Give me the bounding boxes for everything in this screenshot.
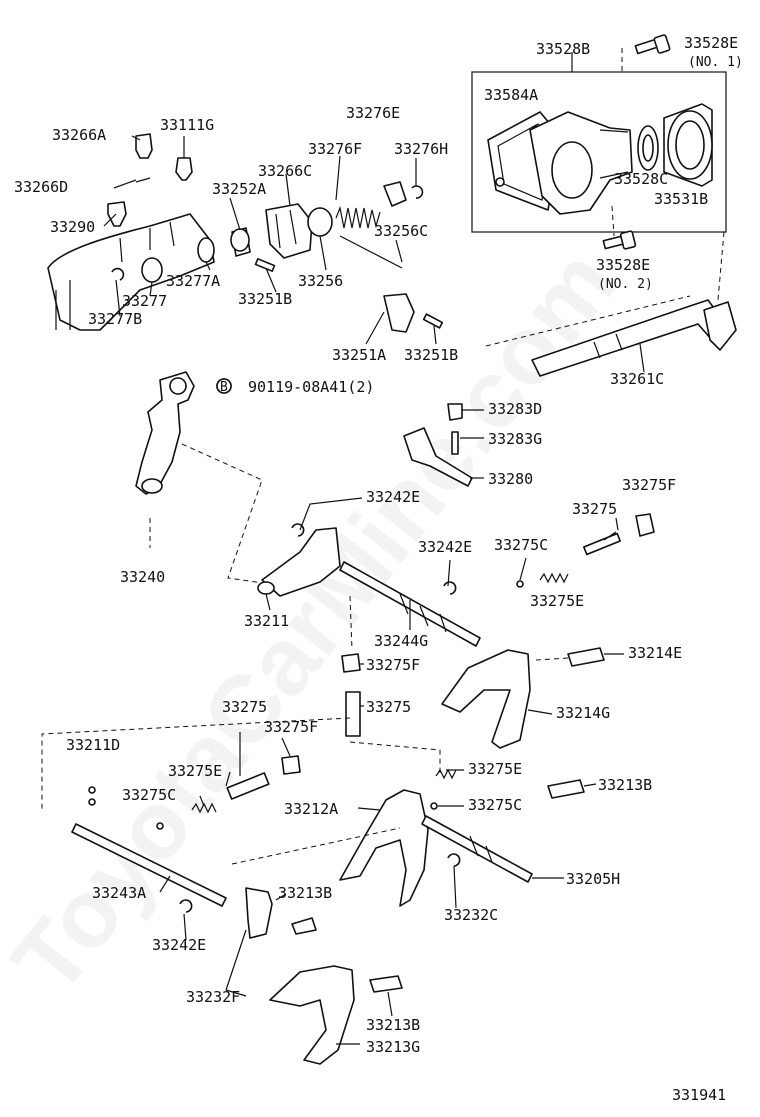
part-labels: 33528B 33528E (NO. 1) 33584A 33528C 3353… (14, 34, 743, 1104)
label-33240: 33240 (120, 568, 165, 586)
shift-head-33211 (261, 527, 341, 597)
label-33283G: 33283G (488, 430, 542, 448)
label-33213B-center: 33213B (278, 884, 332, 902)
plug-33283D (447, 403, 463, 421)
pin-33275-left (226, 772, 270, 800)
shift-head-33266C (265, 203, 313, 259)
plug-33275F-center (341, 653, 361, 673)
label-33276E: 33276E (346, 104, 400, 122)
label-33244G: 33244G (374, 632, 428, 650)
label-33528E-no2-note: (NO. 2) (598, 277, 653, 292)
label-33213G: 33213G (366, 1038, 420, 1056)
label-33213B-bottom: 33213B (366, 1016, 420, 1034)
bolt-no2-icon (602, 230, 637, 250)
label-33232F: 33232F (186, 988, 240, 1006)
plug-33277 (141, 257, 163, 283)
label-33211: 33211 (244, 612, 289, 630)
label-33584A: 33584A (484, 86, 538, 104)
label-33261C: 33261C (610, 370, 664, 388)
shift-fork-33212A (339, 768, 585, 907)
selector-33280 (403, 427, 473, 487)
label-33280: 33280 (488, 470, 533, 488)
breather-33111G (175, 157, 193, 181)
label-33290: 33290 (50, 218, 95, 236)
label-33242E-bottom: 33242E (152, 936, 206, 954)
pin-33275-center (345, 691, 361, 737)
bolt-marker-B: B (220, 380, 228, 395)
label-33232C: 33232C (444, 906, 498, 924)
label-33213B-right: 33213B (598, 776, 652, 794)
label-33277B: 33277B (88, 310, 142, 328)
label-33266D: 33266D (14, 178, 68, 196)
label-33531B: 33531B (654, 190, 708, 208)
label-33205H: 33205H (566, 870, 620, 888)
lever-33251A (383, 293, 415, 333)
label-33277: 33277 (122, 292, 167, 310)
shift-shaft-33261C (485, 295, 737, 377)
label-33211D: 33211D (66, 736, 120, 754)
label-33275F-center: 33275F (366, 656, 420, 674)
label-33242E-middle: 33242E (418, 538, 472, 556)
spring-33276F (335, 205, 381, 229)
label-90119-08A41: 90119-08A41(2) (248, 378, 374, 396)
group-box (471, 71, 727, 233)
shift-rod-33243A (71, 786, 227, 913)
label-33528C: 33528C (614, 170, 668, 188)
label-33214G: 33214G (556, 704, 610, 722)
shift-head-33232F (245, 887, 273, 939)
bolt-no1-icon (634, 34, 671, 55)
label-33252A: 33252A (212, 180, 266, 198)
label-33214E: 33214E (628, 644, 682, 662)
shift-lever-33240 (135, 371, 271, 585)
label-33275-center: 33275 (366, 698, 411, 716)
label-33275E-left: 33275E (168, 762, 222, 780)
label-33275-right: 33275 (572, 500, 617, 518)
shift-rod-33205H (421, 815, 533, 883)
label-33528E-no1-note: (NO. 1) (688, 55, 743, 70)
label-33256C: 33256C (374, 222, 428, 240)
label-33277A: 33277A (166, 272, 220, 290)
plug-33276E (383, 181, 407, 207)
label-33275E-center: 33275E (468, 760, 522, 778)
label-33275F-right: 33275F (622, 476, 676, 494)
label-33528E-no2: 33528E (596, 256, 650, 274)
label-33266C: 33266C (258, 162, 312, 180)
plug-33290 (107, 201, 127, 227)
shift-fork-33213G (269, 965, 403, 1065)
label-33283D: 33283D (488, 400, 542, 418)
label-33276H: 33276H (394, 140, 448, 158)
diagram-id: 331941 (672, 1086, 726, 1104)
label-33528B: 33528B (536, 40, 590, 58)
label-33111G: 33111G (160, 116, 214, 134)
label-33243A: 33243A (92, 884, 146, 902)
label-33212A: 33212A (284, 800, 338, 818)
label-33251A: 33251A (332, 346, 386, 364)
transmission-case-section (47, 213, 215, 331)
pin-33283G (451, 431, 459, 455)
label-33275C-right: 33275C (494, 536, 548, 554)
label-33266A: 33266A (52, 126, 106, 144)
shift-housing-group (47, 133, 444, 333)
label-33256: 33256 (298, 272, 343, 290)
label-33275C-left: 33275C (122, 786, 176, 804)
label-33275F-left: 33275F (264, 718, 318, 736)
label-33275C-center: 33275C (468, 796, 522, 814)
shift-fork-33214G (441, 647, 605, 749)
label-33251B-bottom: 33251B (404, 346, 458, 364)
shift-fork-33211-group (257, 513, 655, 647)
breather-plug (135, 133, 153, 159)
extension-housing-group (471, 34, 727, 301)
label-33242E-top: 33242E (366, 488, 420, 506)
label-33251B-top: 33251B (238, 290, 292, 308)
label-33528E-no1: 33528E (684, 34, 738, 52)
label-33275E-right: 33275E (530, 592, 584, 610)
label-33275-left: 33275 (222, 698, 267, 716)
leader-lines (103, 52, 645, 1045)
label-33276F: 33276F (308, 140, 362, 158)
